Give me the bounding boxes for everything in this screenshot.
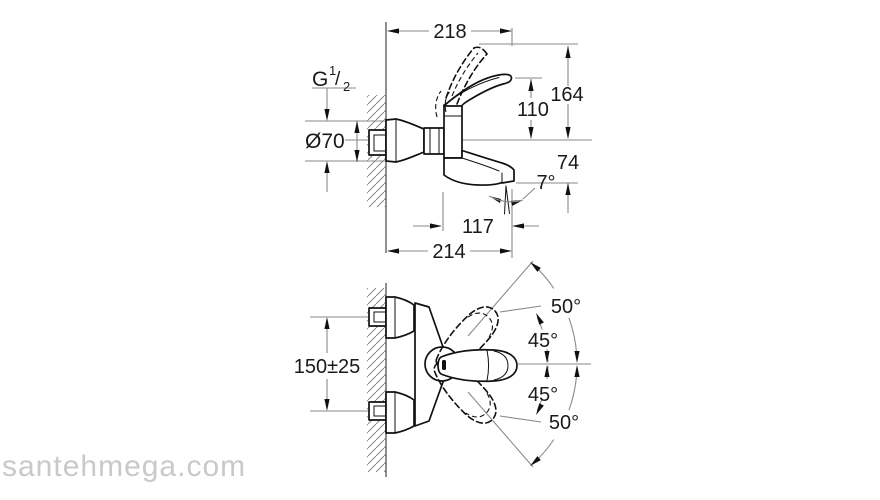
plan-view	[310, 260, 591, 477]
dim-lever-height-label: 110	[517, 99, 549, 121]
plan-view-arrowheads	[324, 262, 580, 466]
side-view-arrowheads	[324, 28, 571, 254]
lever-raised-dashed	[435, 46, 488, 118]
dim-thread-label: G1/2	[312, 63, 350, 94]
dim-lower-inner-angle-label: 45°	[528, 384, 558, 406]
lever-indicator-dot	[442, 360, 446, 370]
lever-handle-plan	[437, 348, 518, 383]
dim-escutcheon-diameter-label: Ø70	[305, 130, 345, 153]
lever-rotated-up-dashed	[435, 306, 499, 373]
valve-body-side	[443, 104, 463, 159]
dim-upper-inner-angle-label: 45°	[528, 330, 558, 352]
dim-aerator-angle-label: 7°	[536, 172, 555, 194]
dim-lower-outer-angle-label: 50°	[549, 412, 579, 434]
escutcheon-side	[385, 118, 425, 163]
side-view	[305, 22, 592, 258]
supply-pipe-plan-bottom	[368, 401, 387, 421]
supply-pipe-side	[368, 129, 387, 156]
site-watermark: santehmega.com	[2, 450, 247, 483]
dim-upper-outer-angle-label: 50°	[551, 296, 581, 318]
spout-side	[443, 149, 515, 186]
dim-spout-drop-label: 74	[557, 152, 579, 174]
union-nut-side	[423, 127, 445, 155]
wall-hatch-bottom	[367, 288, 386, 472]
dim-overall-projection-label: 214	[432, 241, 465, 263]
escutcheon-plan-top	[385, 296, 415, 339]
supply-pipe-plan-top	[368, 307, 387, 327]
dim-overall-height-label: 164	[550, 84, 583, 106]
aerator-angle-detail	[488, 185, 536, 215]
lever-rotated-down-dashed	[433, 357, 497, 424]
dim-connection-spacing-label: 150±25	[294, 356, 361, 378]
dim-spout-projection-label: 117	[462, 216, 494, 238]
escutcheon-plan-bottom	[385, 391, 415, 434]
dimension-labels: 218 G1/2 Ø70 110 164 74 7° 117 214 150±2…	[294, 21, 584, 434]
dim-overall-width-label: 218	[433, 21, 466, 43]
